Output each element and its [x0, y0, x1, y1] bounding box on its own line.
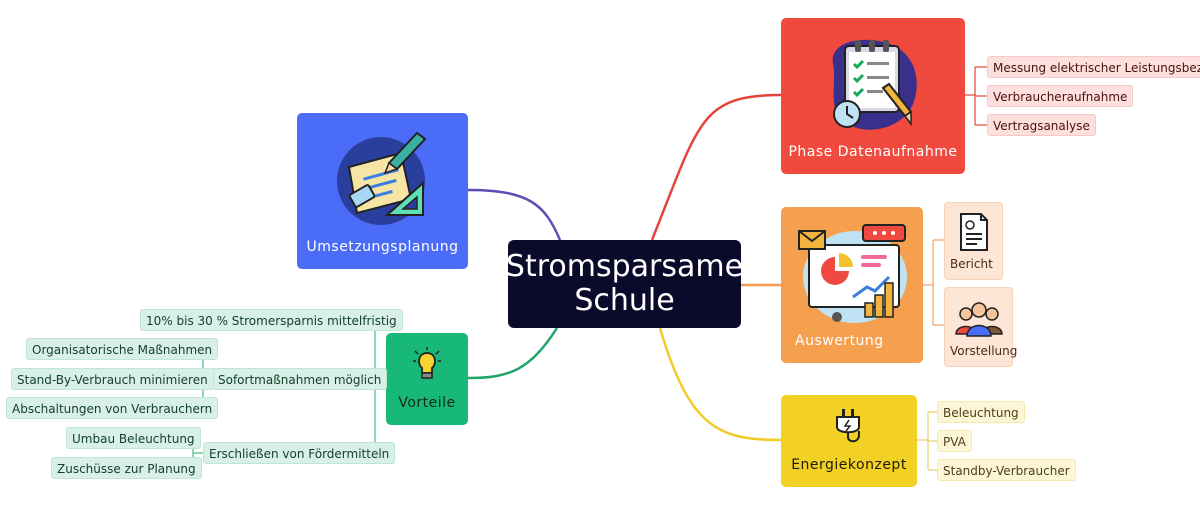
phase-item-vertragsanalyse[interactable]: Vertragsanalyse: [987, 114, 1096, 136]
central-topic-line2: Schule: [574, 283, 675, 318]
link-umsetzung: [467, 188, 562, 241]
foerder-item-planung[interactable]: Zuschüsse zur Planung: [51, 457, 202, 479]
phase-item-messung[interactable]: Messung elektrischer Leistungsbezug: [987, 56, 1200, 78]
energie-item-standby[interactable]: Standby-Verbraucher: [937, 459, 1076, 481]
branch-phase-datenaufnahme[interactable]: Phase Datenaufnahme: [781, 18, 965, 174]
auswertung-item-vorstellung[interactable]: Vorstellung: [944, 287, 1017, 367]
vorteile-item-foerdermittel[interactable]: Erschließen von Fördermitteln: [203, 442, 396, 464]
sofort-item-standby[interactable]: Stand-By-Verbrauch minimieren: [11, 368, 214, 390]
power-plug-icon: [836, 409, 860, 443]
people-group-icon: [955, 302, 1003, 337]
branch-auswertung[interactable]: Auswertung: [781, 207, 923, 363]
checklist-clipboard-icon: [832, 39, 917, 130]
branch-umsetzungsplanung[interactable]: Umsetzungsplanung: [297, 113, 468, 269]
sofort-item-organisatorisch[interactable]: Organisatorische Maßnahmen: [26, 338, 219, 360]
vorteile-item-stromersparnis[interactable]: 10% bis 30 % Stromersparnis mittelfristi…: [140, 309, 403, 331]
presentation-chart-icon: [798, 224, 907, 323]
branch-vorteile[interactable]: Vorteile: [386, 333, 468, 425]
branch-energiekonzept-label: Energiekonzept: [791, 457, 907, 473]
report-document-icon: [960, 213, 988, 251]
central-topic[interactable]: Stromsparsame Schule: [505, 240, 744, 328]
vorstellung-label: Vorstellung: [950, 344, 1018, 358]
lightbulb-icon: [413, 347, 441, 379]
sofort-item-abschaltungen[interactable]: Abschaltungen von Verbrauchern: [6, 397, 219, 419]
link-energie: [658, 327, 783, 442]
vorteile-item-sofortmassnahmen[interactable]: Sofortmaßnahmen möglich: [212, 368, 388, 390]
branch-phase-label: Phase Datenaufnahme: [788, 144, 958, 160]
branch-auswertung-label: Auswertung: [795, 333, 884, 349]
branch-energiekonzept[interactable]: Energiekonzept: [781, 395, 917, 487]
planning-tools-icon: [337, 131, 427, 225]
link-phase: [650, 93, 783, 241]
branch-vorteile-label: Vorteile: [398, 395, 456, 411]
bericht-label: Bericht: [950, 257, 993, 271]
central-topic-line1: Stromsparsame: [505, 249, 744, 284]
branch-umsetzungsplanung-label: Umsetzungsplanung: [306, 239, 459, 255]
phase-item-verbraucheraufnahme[interactable]: Verbraucheraufnahme: [987, 85, 1134, 107]
foerder-item-beleuchtung[interactable]: Umbau Beleuchtung: [66, 427, 201, 449]
auswertung-item-bericht[interactable]: Bericht: [944, 202, 1003, 280]
energie-item-pva[interactable]: PVA: [937, 430, 972, 452]
link-vorteile: [467, 327, 559, 380]
energie-item-beleuchtung[interactable]: Beleuchtung: [937, 401, 1025, 423]
